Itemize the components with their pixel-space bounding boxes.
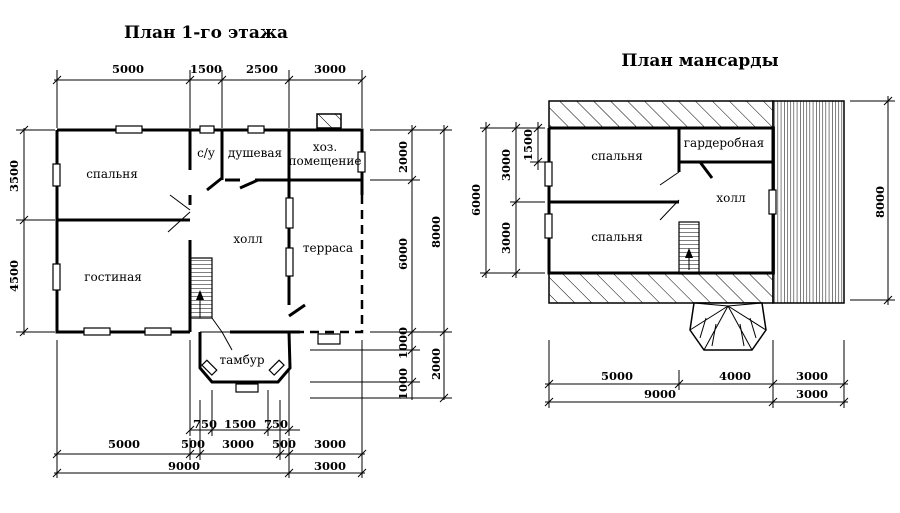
dim-right-1: 2000: [396, 141, 410, 173]
dim-vest-1: 750: [193, 417, 217, 431]
dim-attic-left-3: 6000: [469, 184, 483, 216]
dim-attic-bot1-1: 5000: [601, 369, 633, 383]
plan2-right-dimensions: 8000: [850, 96, 895, 305]
dim-attic-left-1: 1500: [521, 129, 535, 161]
dim-right-2: 6000: [396, 238, 410, 270]
dim-left-1: 3500: [7, 160, 21, 192]
plan1-vestibule: [198, 331, 292, 393]
dim-bot1-3: 3000: [222, 437, 254, 451]
attic-roof-right: [772, 100, 845, 304]
dim-attic-right: 8000: [873, 186, 887, 218]
attic-room-hall: холл: [716, 191, 746, 205]
dim-right-4: 1000: [396, 327, 410, 359]
dim-top-1: 5000: [112, 62, 144, 76]
dim-top-2: 1500: [190, 62, 222, 76]
dim-attic-left-2: 3000: [499, 149, 513, 181]
plan2-windows: [544, 161, 777, 239]
dim-bot2-1: 9000: [168, 459, 200, 473]
dim-bot1-1: 5000: [108, 437, 140, 451]
plan2-bottom-dimensions: 5000 4000 3000 9000 3000: [544, 340, 849, 408]
dim-top-3: 2500: [246, 62, 278, 76]
plan1-doors: [167, 176, 306, 318]
dim-attic-left-4: 3000: [499, 222, 513, 254]
plan1-top-dimensions: 5000 1500 2500 3000: [52, 62, 367, 128]
plan2-left-dimensions: 1500 3000 6000 3000: [469, 122, 545, 278]
plan1-staircase: [189, 257, 213, 319]
dim-attic-bot1-2: 4000: [719, 369, 751, 383]
dim-attic-bot1-3: 3000: [796, 369, 828, 383]
attic-room-bedroom-top: спальня: [591, 149, 643, 163]
dim-right-6: 1000: [396, 368, 410, 400]
attic-roof-bottom: [548, 272, 774, 304]
dim-bot1-4: 500: [272, 437, 296, 451]
vestibule-roof: [689, 302, 767, 351]
chimney: [316, 113, 342, 129]
room-hall: холл: [233, 232, 263, 246]
dim-attic-bot2-2: 3000: [796, 387, 828, 401]
dim-vest-3: 750: [264, 417, 288, 431]
room-vestibule: тамбур: [219, 353, 264, 367]
attic-room-bedroom-bottom: спальня: [591, 230, 643, 244]
plan1-windows: [52, 125, 366, 345]
room-utility-line1: хоз.: [313, 140, 337, 154]
dim-attic-bot2-1: 9000: [644, 387, 676, 401]
dim-left-2: 4500: [7, 260, 21, 292]
plan1-vestibule-dimensions: 750 1500 750: [185, 340, 300, 436]
dim-bot1-2: 500: [181, 437, 205, 451]
dim-bot2-2: 3000: [314, 459, 346, 473]
plan1-left-dimensions: 3500 4500: [7, 125, 55, 337]
room-terrace: терраса: [303, 241, 353, 255]
attic-room-wardrobe: гардеробная: [684, 136, 764, 150]
dim-right-5: 2000: [429, 348, 443, 380]
room-living: гостиная: [84, 270, 142, 284]
attic-roof-top: [548, 100, 774, 129]
plan1-title: План 1-го этажа: [124, 23, 288, 43]
dim-vest-2: 1500: [224, 417, 256, 431]
dim-top-4: 3000: [314, 62, 346, 76]
room-bedroom: спальня: [86, 167, 138, 181]
room-wc: с/у: [197, 146, 215, 160]
dim-right-3: 8000: [429, 216, 443, 248]
plan1-right-dimensions: 2000 6000 8000 1000 2000 1000: [310, 125, 452, 403]
plan2-title: План мансарды: [621, 51, 778, 71]
room-utility-line2: помещение: [288, 154, 361, 168]
room-shower: душевая: [228, 146, 282, 160]
dim-bot1-5: 3000: [314, 437, 346, 451]
plan1-bottom-dimensions: 5000 500 3000 500 3000 9000 3000: [52, 340, 367, 478]
